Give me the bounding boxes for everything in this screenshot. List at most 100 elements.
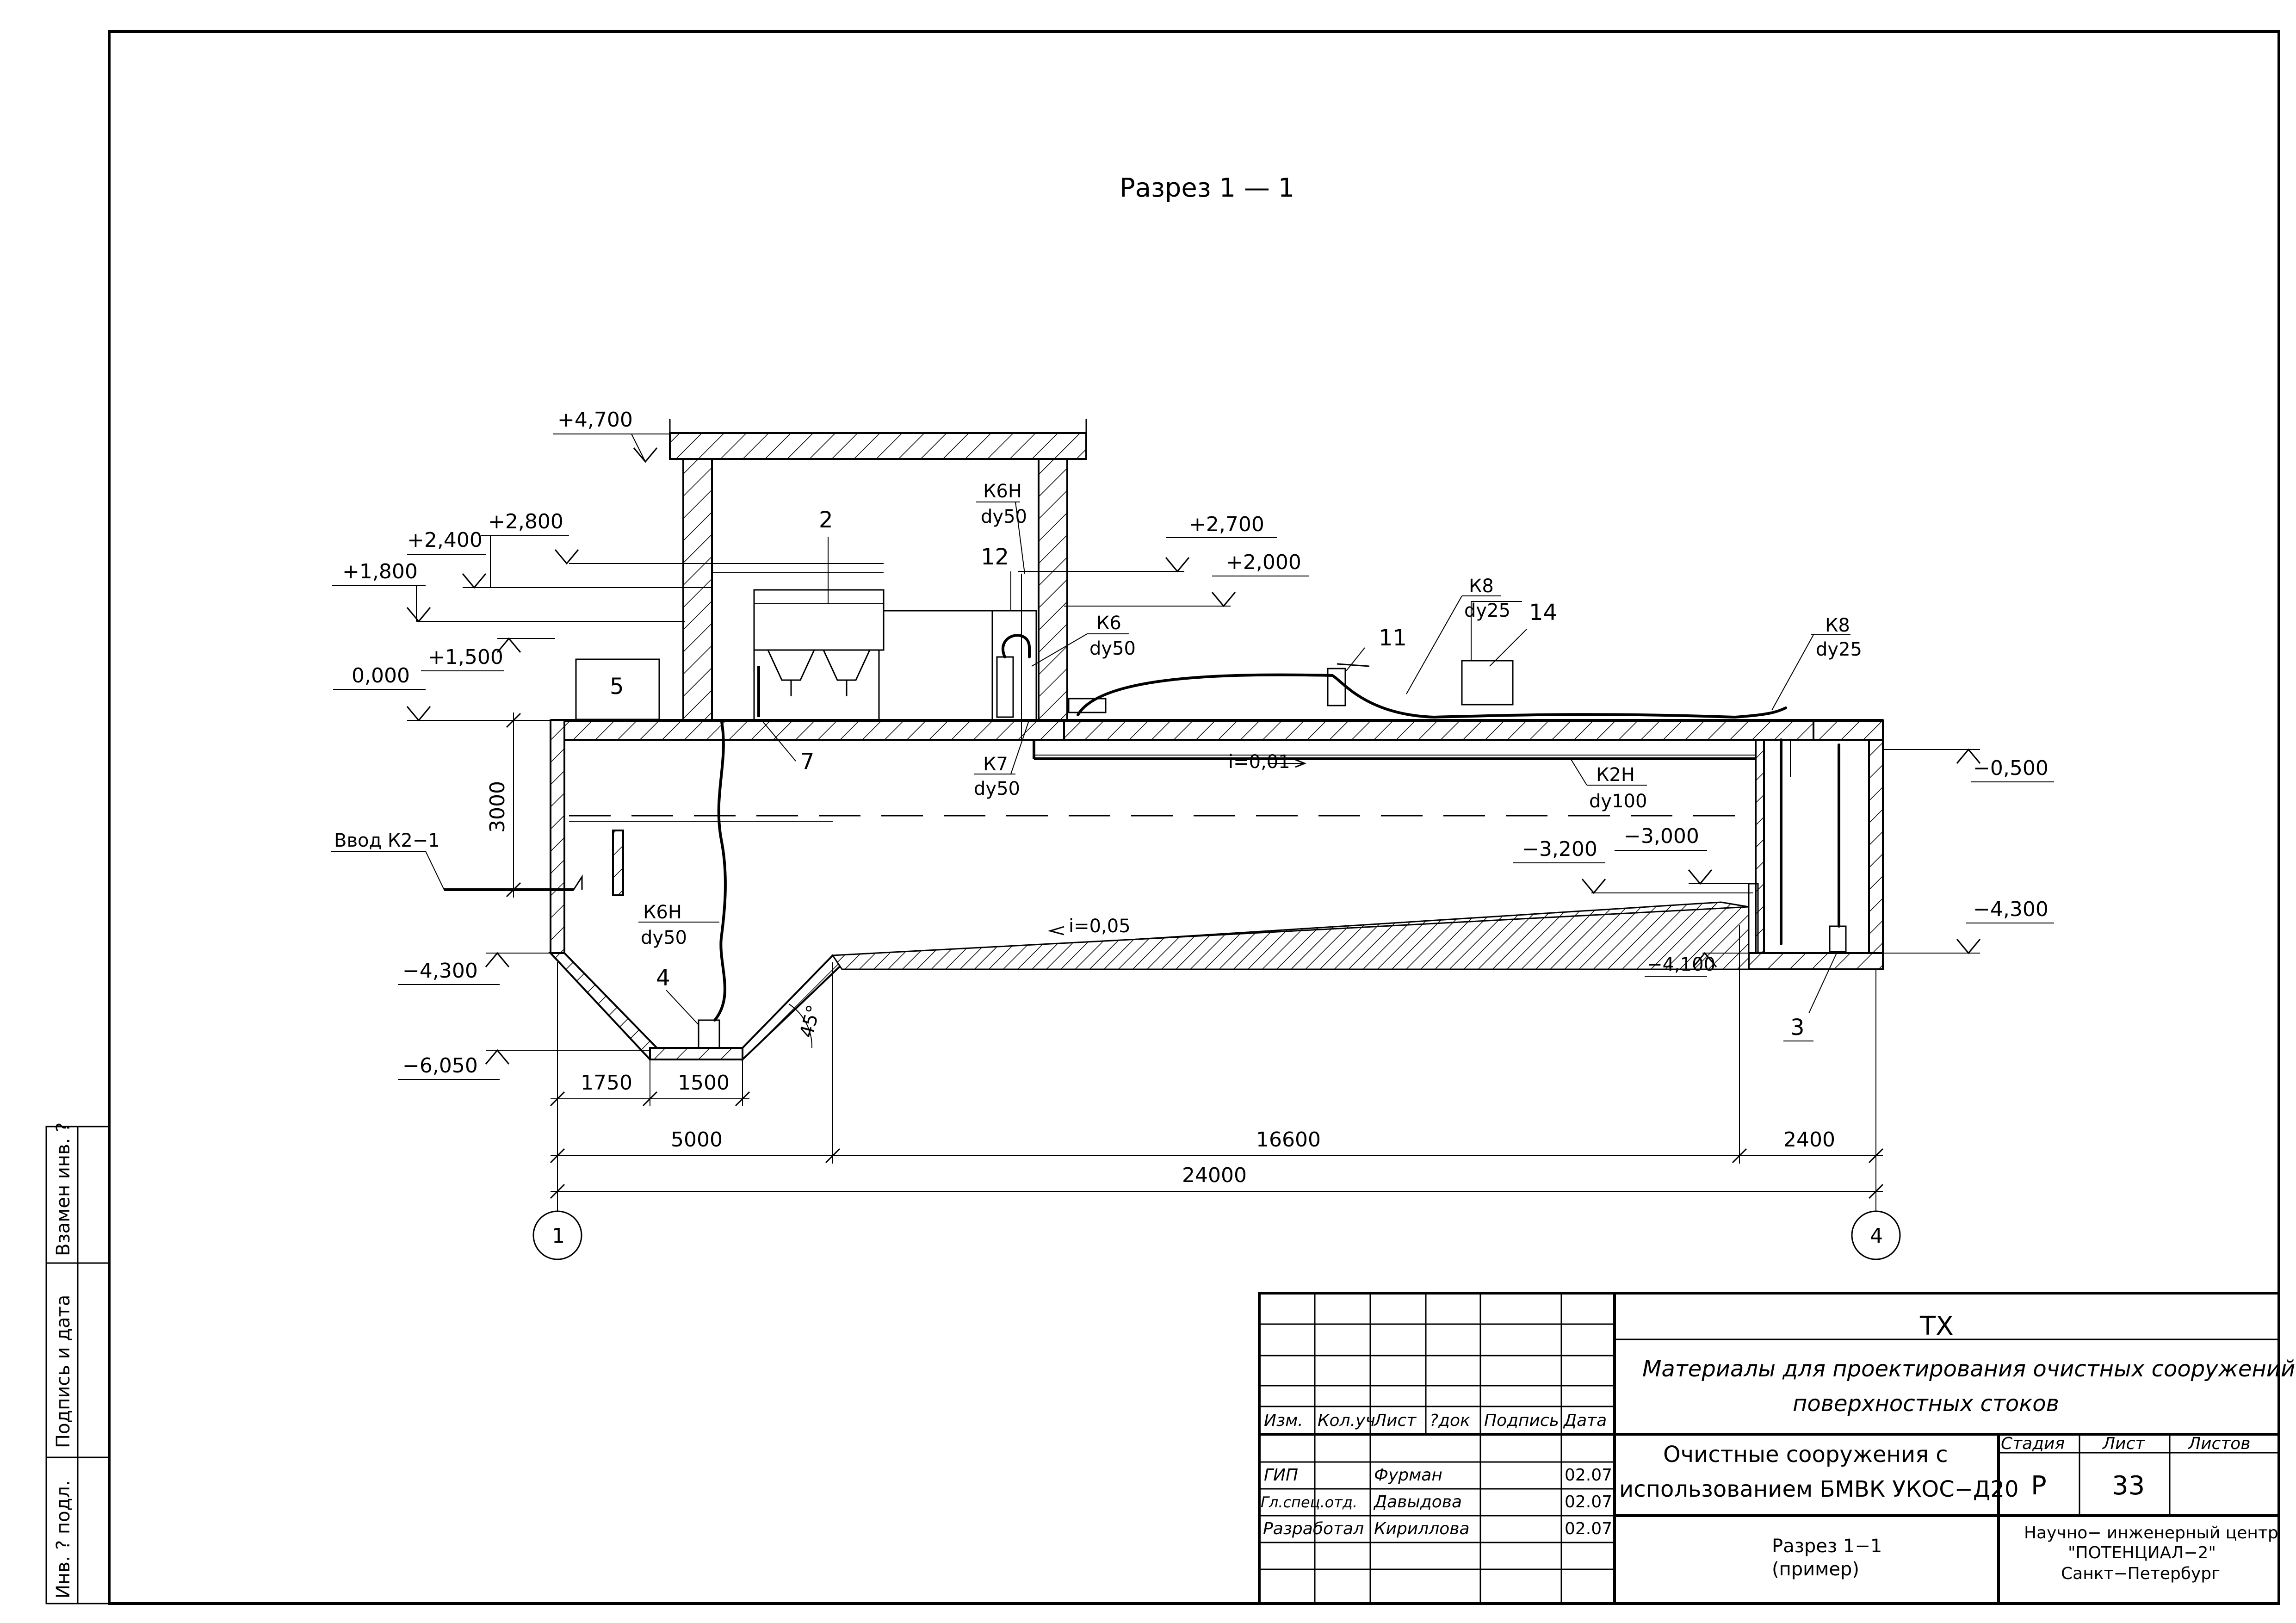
pipe-k8-b: К8 [1825,615,1850,636]
elev-2800: +2,800 [488,510,563,533]
tb-role-2: Гл.спец.отд. [1261,1493,1357,1511]
tb-date-3: 02.07 [1565,1519,1612,1538]
elev-1800: +1,800 [342,560,418,583]
pump-4 [698,1019,720,1049]
elev-m4300-right: −4,300 [1973,898,2048,921]
elev-2700: +2,700 [1189,513,1264,536]
tb-org-line2: "ПОТЕНЦИАЛ−2" [2068,1543,2216,1562]
elev-m3000: −3,000 [1624,824,1699,848]
tb-name-2: Давыдова [1373,1493,1462,1511]
tb-stage: Р [2031,1471,2047,1501]
stamp-sign-date: Подпись и дата [53,1295,74,1448]
tb-name-1: Фурман [1374,1466,1442,1485]
label-3: 3 [1790,1015,1805,1041]
sheet-frame [108,30,2280,1605]
elev-m4300-left: −4,300 [402,959,478,983]
dim-1500: 1500 [678,1071,730,1095]
tb-code: ТХ [1919,1311,1954,1341]
pipe-k7-d: dy50 [974,778,1020,799]
tb-role-3: Разработал [1263,1519,1364,1538]
tb-sheet-line1: Разрез 1−1 [1772,1536,1882,1557]
pipe-k7: К7 [983,754,1008,775]
axis-1-bubble [532,1210,582,1260]
label-5: 5 [610,674,624,700]
pipe-k8-a: К8 [1469,576,1494,597]
side-stamp: Взамен инв. ? Подпись и дата Инв. ? подл… [45,1122,110,1604]
tb-hdr-sheet: Лист [2102,1434,2145,1453]
unit-5 [575,658,660,720]
elev-m6050: −6,050 [402,1054,478,1078]
unit-2 [753,589,885,651]
tb-sheet: 33 [2112,1471,2145,1501]
dim-2400: 2400 [1783,1128,1835,1152]
pipe-k6: К6 [1096,613,1121,634]
tb-role-1: ГИП [1264,1466,1298,1485]
pipe-k2n: К2Н [1596,764,1635,786]
stamp-replace-inv: Взамен инв. ? [53,1122,74,1256]
dim-1750: 1750 [581,1071,632,1095]
tb-sheet-line2: (пример) [1772,1559,1859,1580]
unit-12 [991,610,1037,721]
elev-m0500: −0,500 [1973,756,2048,780]
tb-org-line3: Санкт−Петербург [2061,1564,2220,1583]
tb-name-3: Кириллова [1374,1519,1470,1538]
dim-24000: 24000 [1182,1164,1247,1187]
building [669,419,1087,721]
right-column [1038,458,1068,721]
pump-3 [1829,925,1847,953]
label-2: 2 [819,507,833,533]
section-title: Разрез 1 — 1 [1120,173,1294,203]
dim-5000: 5000 [671,1128,723,1152]
floor-slab [550,719,1884,741]
pipe-k8-a-d: dy25 [1464,600,1510,621]
tb-col-list: Лист [1373,1411,1417,1430]
tb-hdr-stage: Стадия [2001,1434,2065,1453]
label-4: 4 [656,965,670,991]
label-11: 11 [1379,625,1407,651]
elev-2400: +2,400 [407,528,483,552]
dim-angle: 45° [796,1003,825,1040]
tb-date-1: 02.07 [1565,1466,1612,1485]
dimensions: 3000 1750 1500 45° 5000 16600 2400 24000 [486,712,1901,1260]
tb-object-line2: использованием БМВК УКОС−Д20 [1619,1476,2019,1502]
elev-4700: +4,700 [557,408,633,432]
left-column [682,458,713,721]
pipe-k2n-d: dy100 [1589,791,1647,812]
axis-4-bubble [1851,1210,1901,1260]
axis-1-label: 1 [552,1224,565,1248]
tb-project-line1: Материалы для проектирования очистных со… [1642,1356,2295,1382]
dim-16600: 16600 [1256,1128,1321,1152]
unit-14 [1461,660,1514,706]
equipment: 5 2 7 12 11 [444,507,1847,1049]
pipe-labels: К6Н dy50 К6 dy50 К7 dy50 К8 dy25 К8 dy25… [331,481,1862,948]
tb-col-kol: Кол.уч [1318,1411,1375,1430]
tb-col-sign: Подпись [1484,1411,1559,1430]
elev-m4100: −4,100 [1647,954,1715,975]
elev-2000: +2,000 [1226,551,1301,574]
label-12: 12 [981,544,1009,570]
elev-1500: +1,500 [428,645,503,669]
label-7: 7 [800,749,815,774]
tb-col-izm: Изм. [1264,1411,1303,1430]
dim-3000: 3000 [486,781,509,833]
tb-col-date: Дата [1563,1411,1607,1430]
pipe-k6n-top: К6Н [983,481,1022,502]
pipe-k6n-top-d: dy50 [981,506,1027,527]
elev-m3200: −3,200 [1522,837,1597,861]
label-14: 14 [1529,600,1557,626]
slope-i001: i=0,01 [1228,751,1290,773]
pipe-k6n-low-d: dy50 [641,927,687,948]
stamp-inv-orig: Инв. ? подл. [53,1480,74,1598]
tb-date-2: 02.07 [1565,1493,1612,1511]
tb-project-line2: поверхностных стоков [1793,1391,2059,1417]
elev-0000: 0,000 [352,664,410,688]
pipe-k8-b-d: dy25 [1816,639,1862,660]
title-block: Изм. Кол.уч Лист ?док Подпись Дата ГИП Ф… [1258,1292,2295,1605]
inlet-label: Ввод К2−1 [334,830,440,851]
roof-slab [669,432,1087,460]
elevation-marks: +4,700 +2,800 +2,400 +1,800 +1,500 0,000 [332,408,2054,1080]
tb-col-doc: ?док [1430,1411,1470,1430]
tb-hdr-sheets: Листов [2187,1434,2250,1453]
unit-11 [1327,668,1346,706]
